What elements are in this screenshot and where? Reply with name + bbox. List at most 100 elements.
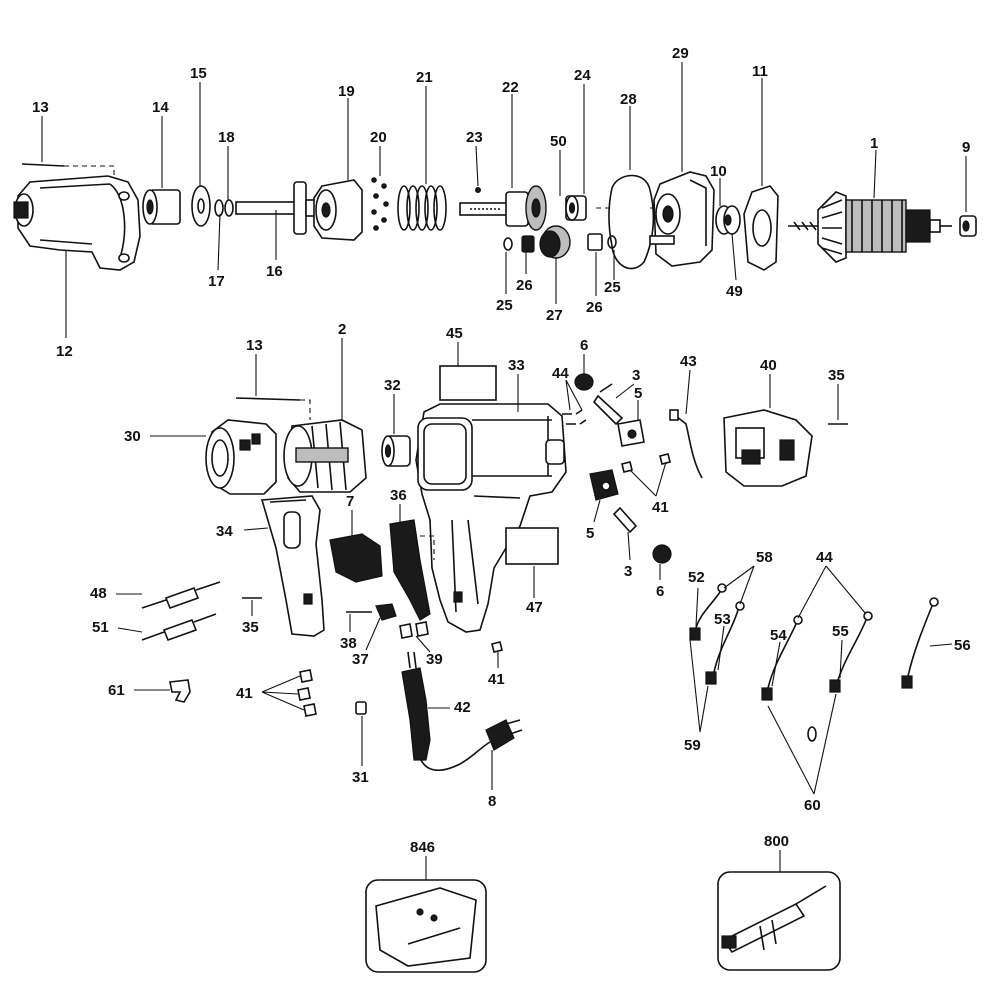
part-31-nut xyxy=(355,701,367,715)
callout-17: 17 xyxy=(208,273,225,290)
part-32-bearing-cup xyxy=(381,435,411,467)
part-3-brush-top xyxy=(592,383,624,426)
part-8-power-cord-plug xyxy=(419,719,523,771)
part-29-gear-plate xyxy=(649,171,715,267)
callout-27: 27 xyxy=(546,307,563,324)
part-9-bearing xyxy=(959,215,977,237)
part-33-motor-housing xyxy=(415,403,567,633)
callout-53: 53 xyxy=(714,611,731,628)
callout-45: 45 xyxy=(446,325,463,342)
callout-28: 28 xyxy=(620,91,637,108)
part-26-needle-bearing-right xyxy=(587,233,603,251)
part-22-spindle xyxy=(459,185,547,231)
callout-40: 40 xyxy=(760,357,777,374)
callout-58: 58 xyxy=(756,549,773,566)
callout-56: 56 xyxy=(954,637,971,654)
callout-38: 38 xyxy=(340,635,357,652)
callout-800: 800 xyxy=(764,833,789,850)
callout-41-left: 41 xyxy=(236,685,253,702)
callout-52: 52 xyxy=(688,569,705,586)
part-48-capacitor xyxy=(141,581,221,610)
callout-18: 18 xyxy=(218,129,235,146)
callout-22: 22 xyxy=(502,79,519,96)
callout-12: 12 xyxy=(56,343,73,360)
callout-13-top: 13 xyxy=(32,99,49,116)
callout-41-center: 41 xyxy=(488,671,505,688)
callout-54: 54 xyxy=(770,627,787,644)
callout-37: 37 xyxy=(352,651,369,668)
part-43-wire-lead xyxy=(669,409,703,479)
callout-3-top: 3 xyxy=(632,367,640,384)
callout-846: 846 xyxy=(410,839,435,856)
callout-11: 11 xyxy=(752,63,768,80)
callout-6-bottom: 6 xyxy=(656,583,664,600)
part-25-washer-left xyxy=(503,237,513,251)
part-5-brush-holder-top xyxy=(617,419,645,447)
callout-43: 43 xyxy=(680,353,697,370)
callout-41-right: 41 xyxy=(652,499,669,516)
callout-24: 24 xyxy=(574,67,591,84)
callout-50: 50 xyxy=(550,133,567,150)
part-5-brush-holder-bottom xyxy=(589,469,619,501)
callout-26-right: 26 xyxy=(586,299,603,316)
part-60-o-ring-small xyxy=(807,726,817,742)
part-20-steel-balls xyxy=(371,177,389,231)
part-39-terminals xyxy=(399,621,429,639)
callout-33: 33 xyxy=(508,357,525,374)
part-11-baffle xyxy=(743,185,779,271)
part-3-brush-bottom xyxy=(612,506,638,534)
callout-5-bottom: 5 xyxy=(586,525,594,542)
callout-14: 14 xyxy=(152,99,169,116)
part-6-brush-cap-bottom xyxy=(652,544,672,564)
part-13-screw-mid xyxy=(235,397,311,420)
part-51-capacitor xyxy=(141,613,217,642)
part-15-washer xyxy=(191,185,211,227)
callout-26-left: 26 xyxy=(516,277,533,294)
part-27-cluster-gear xyxy=(539,225,571,259)
part-7-switch xyxy=(329,533,383,583)
callout-25-left: 25 xyxy=(496,297,513,314)
callout-1: 1 xyxy=(870,135,878,152)
part-846-bag-kit xyxy=(365,879,487,973)
callout-49: 49 xyxy=(726,283,743,300)
callout-15: 15 xyxy=(190,65,207,82)
part-41-terminal-center xyxy=(491,641,503,653)
callout-30: 30 xyxy=(124,428,141,445)
callout-10: 10 xyxy=(710,163,727,180)
part-6-brush-cap-top xyxy=(574,373,594,391)
callout-34: 34 xyxy=(216,523,233,540)
part-2-field-coil xyxy=(283,419,367,493)
part-54-brush-lead xyxy=(761,615,803,701)
callout-13-mid: 13 xyxy=(246,337,263,354)
part-800-tool-kit xyxy=(717,871,841,971)
callout-35-right: 35 xyxy=(828,367,845,384)
part-19-hammer xyxy=(313,179,363,241)
callout-6-top: 6 xyxy=(580,337,588,354)
part-56-brush-lead xyxy=(901,597,939,689)
part-47-label xyxy=(505,527,559,565)
callout-60: 60 xyxy=(804,797,821,814)
callout-44-top: 44 xyxy=(552,365,569,382)
callout-29: 29 xyxy=(672,45,689,62)
part-45-label xyxy=(439,365,497,401)
callout-23: 23 xyxy=(466,129,483,146)
callout-21: 21 xyxy=(416,69,433,86)
callout-61: 61 xyxy=(108,682,125,699)
part-34-handle-half xyxy=(260,495,325,637)
part-41-terminals-right xyxy=(621,453,671,473)
callout-35-left: 35 xyxy=(242,619,259,636)
part-52-brush-lead xyxy=(689,583,727,641)
part-10-bearing xyxy=(715,205,741,235)
callout-8: 8 xyxy=(488,793,496,810)
part-28-o-ring xyxy=(608,174,655,270)
callout-3-bottom: 3 xyxy=(624,563,632,580)
callout-59: 59 xyxy=(684,737,701,754)
part-13-screw-top xyxy=(21,163,115,176)
part-37-terminal xyxy=(375,603,397,621)
part-41-terminals-left xyxy=(297,669,317,717)
callout-39: 39 xyxy=(426,651,443,668)
part-17-18-rings xyxy=(214,199,234,217)
callout-48: 48 xyxy=(90,585,107,602)
part-16-anvil xyxy=(235,181,319,235)
